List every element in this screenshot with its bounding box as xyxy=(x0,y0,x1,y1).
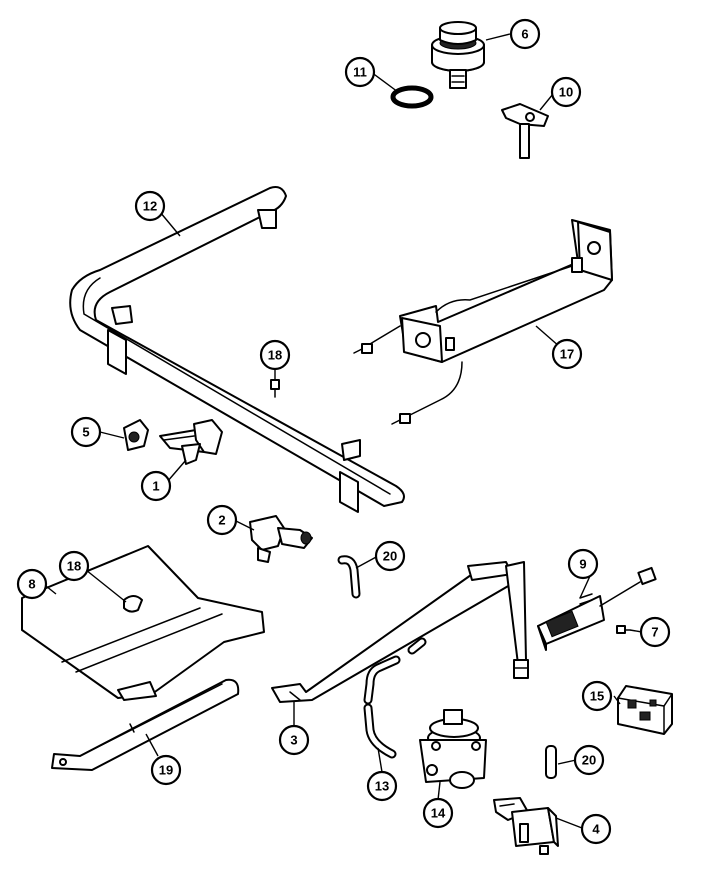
callout-10: 10 xyxy=(550,76,582,108)
callout-19-label: 19 xyxy=(159,763,173,778)
callout-2: 2 xyxy=(206,504,238,536)
leader-lines xyxy=(45,33,643,829)
callout-4-label: 4 xyxy=(592,822,600,837)
part-13-tubing xyxy=(363,637,427,759)
callout-20-mid: 20 xyxy=(374,540,406,572)
callout-19: 19 xyxy=(150,754,182,786)
part-5-bracket-clip xyxy=(123,419,149,451)
callout-9-label: 9 xyxy=(579,557,586,572)
part-9-harness xyxy=(537,566,657,651)
callout-17-label: 17 xyxy=(560,347,574,362)
callout-18-top: 18 xyxy=(259,339,291,371)
callout-6-label: 6 xyxy=(521,27,528,42)
callout-17: 17 xyxy=(551,338,583,370)
callout-18-bottom-label: 18 xyxy=(67,559,81,574)
part-20-tube-mid xyxy=(337,555,361,599)
callout-11: 11 xyxy=(344,56,376,88)
part-3-long-bracket xyxy=(271,561,529,703)
part-8-heat-shield xyxy=(21,545,265,701)
part-2-valve xyxy=(249,515,313,563)
callout-14-label: 14 xyxy=(431,806,446,821)
callout-12-label: 12 xyxy=(143,199,157,214)
callout-9: 9 xyxy=(567,548,599,580)
part-19-channel xyxy=(51,678,240,771)
callout-7: 7 xyxy=(639,616,671,648)
callout-5: 5 xyxy=(70,416,102,448)
part-12-burner-support-bar xyxy=(69,186,405,513)
part-11-o-ring xyxy=(390,85,434,109)
callout-20-right-label: 20 xyxy=(582,753,596,768)
callout-20-right: 20 xyxy=(573,744,605,776)
callout-14: 14 xyxy=(422,797,454,829)
callout-5-label: 5 xyxy=(82,425,89,440)
callout-7-label: 7 xyxy=(651,625,658,640)
part-17-burner-tube xyxy=(353,219,613,425)
callout-4: 4 xyxy=(580,813,612,845)
callout-13: 13 xyxy=(366,770,398,802)
part-15-spark-module xyxy=(617,685,673,735)
part-4-solenoid-valve xyxy=(493,797,559,855)
callout-18-top-label: 18 xyxy=(268,348,282,363)
part-18-clip-bottom xyxy=(123,595,143,613)
callout-8-label: 8 xyxy=(28,577,35,592)
part-6-burner-cap xyxy=(431,21,485,89)
callout-20-mid-label: 20 xyxy=(383,549,397,564)
part-18-screw-top xyxy=(270,379,280,398)
callout-8: 8 xyxy=(16,568,48,600)
callout-18-bottom: 18 xyxy=(58,550,90,582)
part-1-valve-bracket xyxy=(159,419,223,465)
part-7-screw xyxy=(616,625,631,634)
part-10-electrode xyxy=(501,103,549,159)
callout-15: 15 xyxy=(581,680,613,712)
callout-6: 6 xyxy=(509,18,541,50)
callout-13-label: 13 xyxy=(375,779,389,794)
callout-3-label: 3 xyxy=(290,733,297,748)
callout-3: 3 xyxy=(278,724,310,756)
callout-15-label: 15 xyxy=(590,689,604,704)
part-20-tube-right xyxy=(545,745,557,779)
part-14-pressure-regulator xyxy=(419,709,487,789)
callout-1: 1 xyxy=(140,470,172,502)
callout-12: 12 xyxy=(134,190,166,222)
callout-11-label: 11 xyxy=(353,65,367,80)
callout-2-label: 2 xyxy=(218,513,225,528)
callout-1-label: 1 xyxy=(152,479,159,494)
callout-10-label: 10 xyxy=(559,85,573,100)
